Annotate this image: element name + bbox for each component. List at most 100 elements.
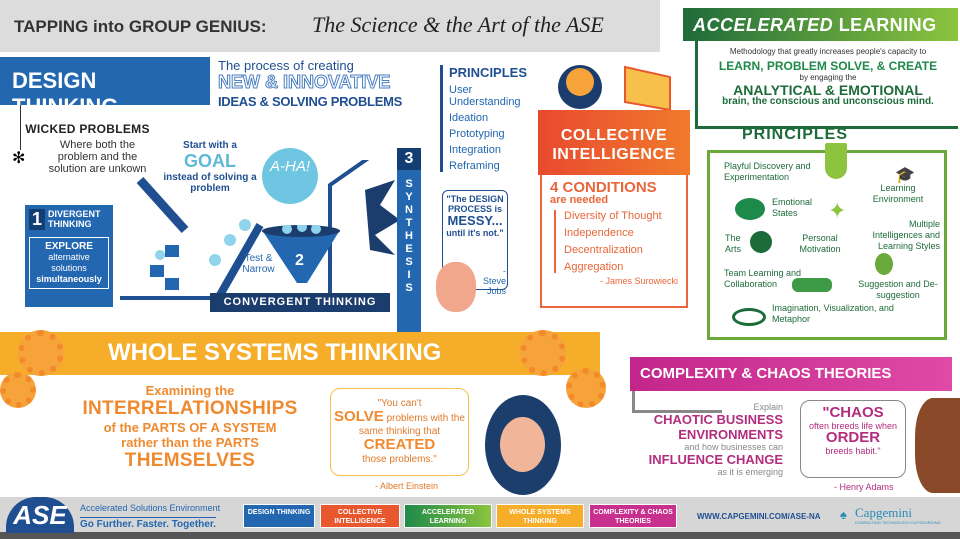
- cc-t4: INFLUENCE CHANGE: [648, 452, 783, 467]
- condition-item: Aggregation: [564, 261, 624, 273]
- ws-t3: of the PARTS OF A SYSTEM: [103, 420, 277, 435]
- dt-principles: PRINCIPLES User Understanding Ideation P…: [440, 65, 535, 172]
- footer-tab-accelerated-learning[interactable]: ACCELERATED LEARNING: [404, 504, 492, 528]
- condition-item: Diversity of Thought: [564, 210, 662, 222]
- gear-icon: [520, 330, 566, 376]
- title-prefix: TAPPING into GROUP GENIUS:: [14, 17, 267, 36]
- al-principle: Learning Environment: [872, 183, 924, 204]
- q3: ORDER: [825, 429, 881, 446]
- cc-t1: Explain: [753, 402, 783, 412]
- al-line4: ANALYTICAL & EMOTIONAL: [733, 82, 923, 98]
- conditions-list: Diversity of Thought Independence Decent…: [554, 210, 678, 273]
- wicked-title: WICKED PROBLEMS: [25, 122, 150, 136]
- goal-post: instead of solving a problem: [163, 172, 257, 194]
- al-principle: Multiple Intelligences and Learning Styl…: [872, 219, 940, 251]
- step1-label: DIVERGENT THINKING: [48, 209, 101, 229]
- adams-author: - Henry Adams: [834, 482, 894, 492]
- dt-sub1: The process of creating: [218, 58, 354, 73]
- henry-adams-portrait: [915, 398, 960, 493]
- brain-icon: [875, 253, 893, 275]
- einstein-portrait: [485, 395, 561, 495]
- synthesis-column: 3 SYNTHESIS: [397, 148, 421, 332]
- graduation-cap-icon: 🎓: [895, 167, 915, 184]
- einstein-author: - Albert Einstein: [375, 481, 439, 491]
- footer-tab-whole-systems[interactable]: WHOLE SYSTEMS THINKING: [496, 504, 584, 528]
- wicked-text: Where both the problem and the solution …: [48, 139, 147, 175]
- al-principle: Personal Motivation: [799, 233, 841, 254]
- gear-icon: [18, 330, 64, 376]
- ase-logo: ASE: [6, 497, 74, 533]
- adams-quote: "CHAOS often breeds life when ORDER bree…: [800, 400, 906, 478]
- al-principle: Imagination, Visualization, and Metaphor: [772, 303, 894, 324]
- person-icon: ✦: [828, 198, 847, 223]
- q4: breeds habit.": [825, 446, 881, 456]
- spider-icon: ✻: [12, 150, 26, 167]
- step3-num: 3: [397, 148, 421, 170]
- footer-strip: [0, 532, 960, 539]
- footer-tab-design-thinking[interactable]: DESIGN THINKING: [243, 504, 315, 528]
- funnel-icon: 2: [262, 225, 340, 283]
- al-principle: Playful Discovery and Experimentation: [724, 161, 811, 182]
- capgemini-tagline: CONSULTING.TECHNOLOGY.OUTSOURCING: [855, 520, 941, 525]
- al-line2: LEARN, PROBLEM SOLVE, & CREATE: [718, 59, 938, 73]
- q3: problems with the same thinking that: [358, 413, 465, 437]
- ci-author: - James Surowiecki: [599, 276, 678, 286]
- whole-systems-heading: WHOLE SYSTEMS THINKING: [108, 339, 442, 366]
- q5: those problems.": [362, 454, 437, 465]
- quote-c: until it's not.": [446, 228, 504, 238]
- goal-pre: Start with a: [183, 140, 237, 151]
- conveyor-machine-illustration: [120, 160, 400, 300]
- capgemini-logo: Capgemini: [855, 505, 913, 520]
- cc-t5: as it is emerging: [717, 467, 783, 477]
- q4: CREATED: [363, 436, 436, 453]
- handshake-icon: [792, 278, 832, 292]
- cc-t3: and how businesses can: [684, 442, 783, 452]
- accelerated-learning-body: Methodology that greatly increases peopl…: [695, 41, 958, 129]
- al-line5: brain, the conscious and unconscious min…: [722, 96, 934, 107]
- wicked-problems: WICKED PROBLEMS Where both the problem a…: [20, 122, 155, 175]
- accelerated-learning-heading: ACCELERATED LEARNING: [683, 8, 958, 41]
- al-line1: Methodology that greatly increases peopl…: [729, 47, 927, 56]
- al-heading-a: ACCELERATED: [693, 15, 834, 35]
- collective-intelligence-heading: COLLECTIVE INTELLIGENCE: [538, 110, 690, 175]
- masks-icon: [735, 198, 765, 220]
- conditions: 4 CONDITIONS: [550, 179, 657, 196]
- dt-principle: Reframing: [449, 160, 500, 172]
- al-principle: Team Learning and Collaboration: [724, 268, 802, 289]
- steve-jobs-portrait: [436, 262, 476, 312]
- dt-principle: Prototyping: [449, 128, 505, 140]
- condition-item: Decentralization: [564, 244, 643, 256]
- needed: are needed: [550, 194, 609, 206]
- q2: often breeds life when: [808, 421, 898, 431]
- whole-systems-text: Examining the INTERRELATIONSHIPS of the …: [60, 383, 320, 472]
- complexity-text: Explain CHAOTIC BUSINESS ENVIRONMENTS an…: [628, 402, 783, 477]
- dt-sub3: IDEAS & SOLVING PROBLEMS: [218, 94, 402, 109]
- design-thinking-heading: DESIGN THINKING: [0, 57, 210, 119]
- palette-icon: [750, 231, 772, 253]
- q1: "You can't: [377, 398, 422, 409]
- aha-bubble: A-HA!: [262, 148, 318, 204]
- explore-text: alternative solutions: [48, 252, 90, 273]
- step1-num: 1: [29, 209, 46, 230]
- ase-tagline: Go Further. Faster. Together.: [80, 517, 216, 530]
- ws-t4: rather than the PARTS: [121, 435, 259, 450]
- goal: GOAL: [184, 151, 236, 171]
- al-principle: Emotional States: [772, 197, 813, 218]
- ws-t2: INTERRELATIONSHIPS: [82, 398, 298, 419]
- explore-box: EXPLORE alternative solutions simultaneo…: [29, 237, 109, 289]
- test-narrow: Test & Narrow: [242, 253, 275, 275]
- al-line3: by engaging the: [799, 73, 857, 82]
- ws-t1: Examining the: [145, 383, 235, 398]
- footer-tab-complexity[interactable]: COMPLEXITY & CHAOS THEORIES: [589, 504, 677, 528]
- spider-thread: [20, 105, 21, 150]
- convergent-thinking: CONVERGENT THINKING: [210, 293, 390, 312]
- website-link[interactable]: WWW.CAPGEMINI.COM/ASE-NA: [697, 512, 821, 521]
- complexity-heading: COMPLEXITY & CHAOS THEORIES: [630, 357, 952, 391]
- cc-t2: CHAOTIC BUSINESS ENVIRONMENTS: [653, 412, 783, 442]
- ase-name: Accelerated Solutions Environment: [80, 503, 221, 513]
- divergent-box: 1 DIVERGENT THINKING EXPLORE alternative…: [25, 205, 113, 307]
- dt-sub2: NEW & INNOVATIVE: [217, 72, 391, 93]
- footer-tab-collective-intelligence[interactable]: COLLECTIVE INTELLIGENCE: [320, 504, 400, 528]
- dt-principle: Ideation: [449, 112, 489, 124]
- explore-bold: simultaneously: [36, 274, 102, 284]
